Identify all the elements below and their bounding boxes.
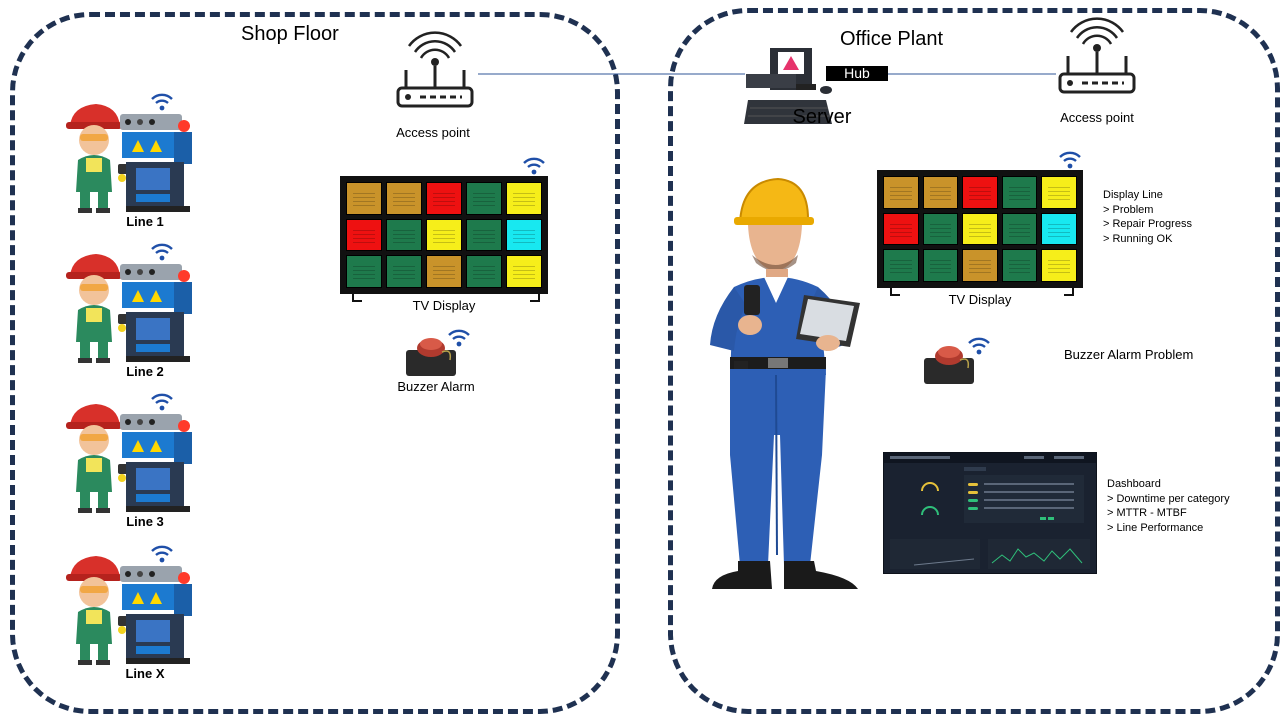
- worker-icon: [66, 556, 192, 665]
- office-access-point-label: Access point: [1060, 110, 1134, 125]
- tv-leg-right: [530, 292, 540, 302]
- tv-status-tile: [883, 176, 919, 209]
- tv-status-tile: [883, 212, 919, 246]
- tv-status-tile: [1041, 212, 1077, 246]
- tv-status-tile: [1001, 176, 1038, 209]
- tv-status-tile: [1041, 249, 1077, 282]
- tv-status-tile: [506, 255, 542, 288]
- engineer-icon: [710, 177, 860, 589]
- line-label: Line X: [125, 666, 165, 681]
- office-tv-label: TV Display: [948, 292, 1012, 307]
- server-label: Server: [792, 106, 852, 128]
- tv-leg-right: [1064, 286, 1074, 296]
- tv-status-tile: [426, 182, 462, 215]
- shop-tv-display: [340, 176, 548, 294]
- tv-status-tile: [426, 255, 462, 288]
- display-line-notes: Display Line > Problem > Repair Progress…: [1103, 189, 1192, 245]
- tv-status-tile: [922, 212, 959, 246]
- tv-status-tile: [466, 218, 502, 252]
- tv-leg-left: [890, 286, 900, 296]
- wifi-icon: [151, 545, 173, 563]
- wifi-icon: [523, 157, 545, 175]
- buzzer-icon: [924, 346, 974, 384]
- line-label: Line 1: [126, 214, 164, 229]
- worker-icon: [66, 404, 192, 513]
- buzzer-icon: [406, 338, 456, 376]
- hub-label: Hub: [844, 65, 870, 81]
- dashboard-notes: Dashboard > Downtime per category > MTTR…: [1107, 478, 1230, 534]
- office-plant-title: Office Plant: [840, 28, 944, 50]
- office-buzzer-label: Buzzer Alarm Problem: [1064, 347, 1194, 362]
- router-icon: [1058, 17, 1136, 94]
- tv-status-tile: [1001, 249, 1038, 282]
- router-icon: [396, 31, 474, 108]
- worker-icon: [66, 254, 192, 363]
- tv-status-tile: [962, 176, 998, 209]
- tv-status-tile: [346, 218, 382, 252]
- dashboard-screen: [883, 452, 1097, 574]
- tv-status-tile: [426, 218, 462, 252]
- tv-status-tile: [386, 255, 422, 288]
- wifi-icon: [151, 393, 173, 411]
- line-station: [66, 92, 196, 237]
- line-station: [66, 392, 196, 537]
- shop-buzzer-label: Buzzer Alarm: [397, 379, 475, 394]
- tv-status-tile: [466, 182, 502, 215]
- dashboard-preview: [884, 453, 1096, 569]
- line-station: [66, 242, 196, 387]
- line-label: Line 2: [126, 364, 164, 379]
- tv-status-tile: [386, 218, 422, 252]
- wifi-icon: [151, 93, 173, 111]
- wifi-icon: [968, 337, 990, 355]
- tv-status-tile: [922, 176, 959, 209]
- wifi-icon: [1059, 151, 1081, 169]
- tv-status-tile: [1041, 176, 1077, 209]
- shop-access-point-label: Access point: [396, 125, 470, 140]
- tv-status-tile: [1001, 212, 1038, 246]
- worker-icon: [66, 104, 192, 213]
- shop-floor-zone: [10, 12, 620, 714]
- tv-status-tile: [962, 212, 998, 246]
- shop-tv-label: TV Display: [412, 298, 476, 313]
- line-station: [66, 544, 196, 689]
- shop-floor-title: Shop Floor: [241, 23, 339, 45]
- wifi-icon: [151, 243, 173, 261]
- tv-status-tile: [506, 182, 542, 215]
- tv-status-tile: [962, 249, 998, 282]
- tv-status-tile: [346, 255, 382, 288]
- office-plant-zone: [668, 8, 1280, 714]
- office-tv-display: [877, 170, 1083, 288]
- tv-status-tile: [922, 249, 959, 282]
- hub-box: [826, 66, 888, 81]
- server-icon: [744, 48, 832, 124]
- tv-leg-left: [352, 292, 362, 302]
- line-label: Line 3: [126, 514, 164, 529]
- tv-status-tile: [883, 249, 919, 282]
- wifi-icon: [448, 329, 470, 347]
- tv-status-tile: [346, 182, 382, 215]
- tv-status-tile: [506, 218, 542, 252]
- tv-status-tile: [386, 182, 422, 215]
- tv-status-tile: [466, 255, 502, 288]
